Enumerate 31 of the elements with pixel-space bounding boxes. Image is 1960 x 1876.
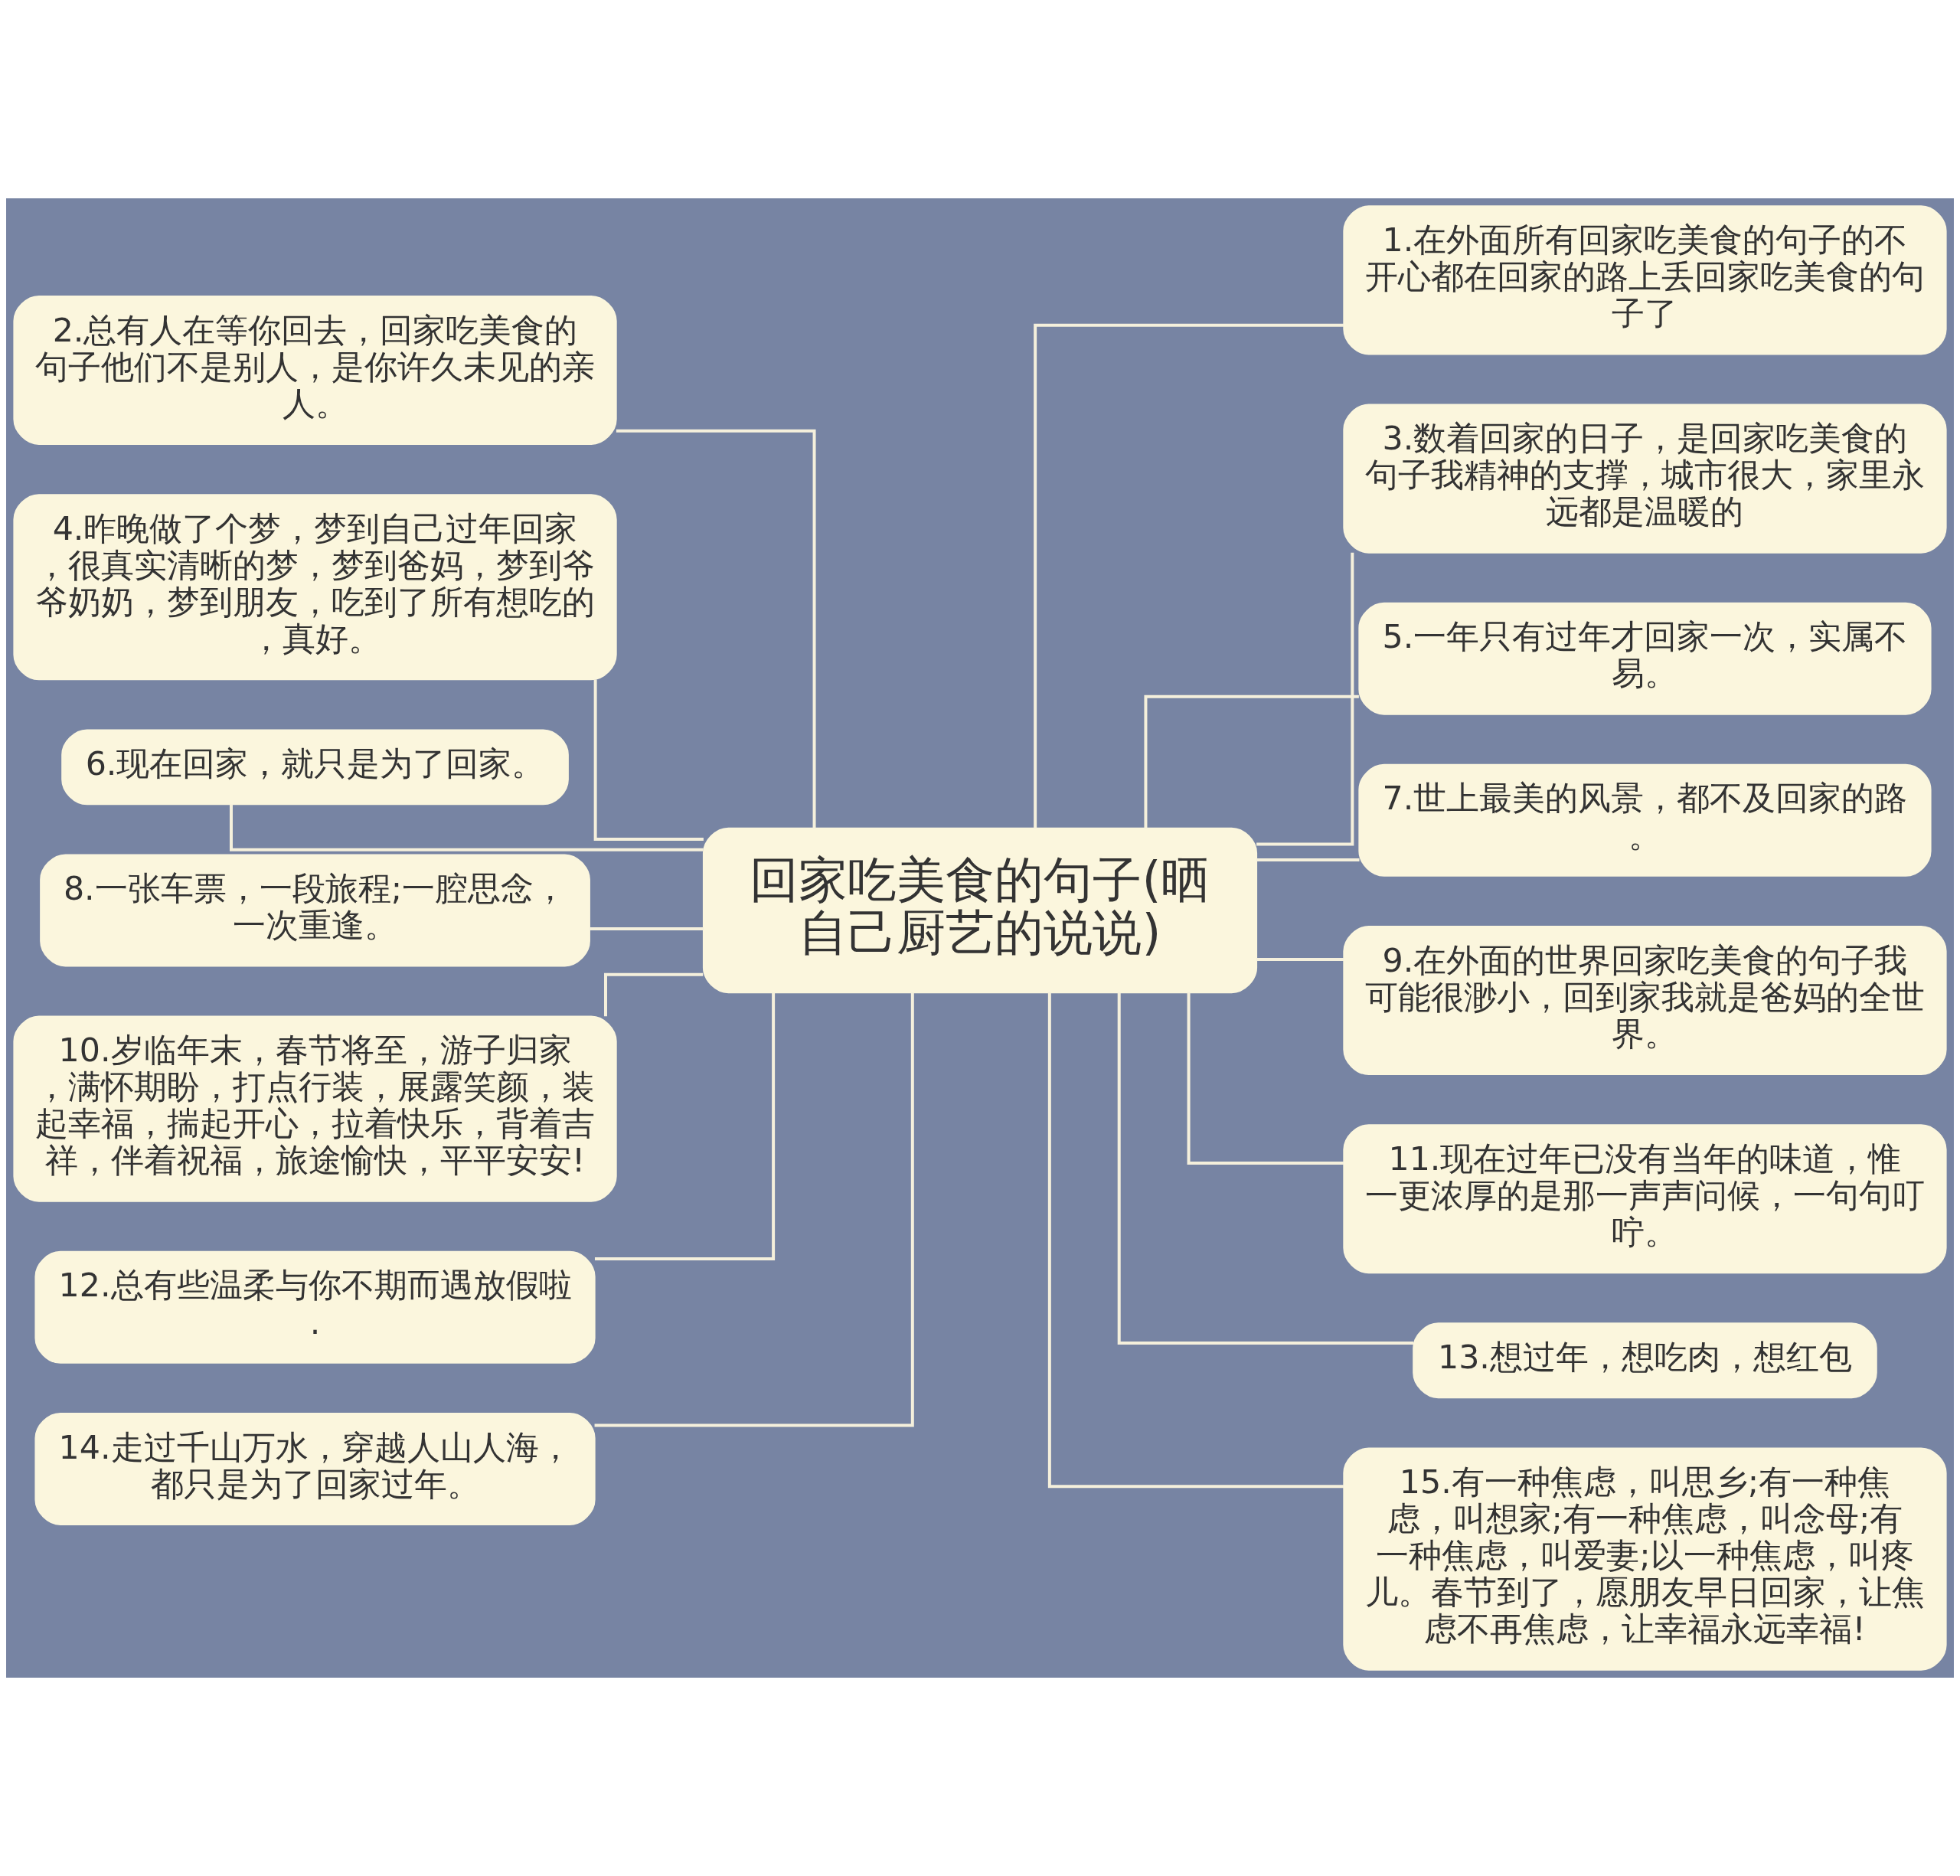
node-box: 8.一张车票，一段旅程;一腔思念，一次重逢。 bbox=[40, 854, 590, 967]
connector bbox=[1187, 992, 1344, 1165]
connector bbox=[1034, 323, 1344, 829]
node-box: 10.岁临年末，春节将至，游子归家，满怀期盼，打点行装，展露笑颜，装起幸福，揣起开心，拉着快乐，背着吉祥，伴着祝福，旅途愉快，平平安安! bbox=[13, 1015, 617, 1202]
connector bbox=[1256, 858, 1360, 861]
node-box: 15.有一种焦虑，叫思乡;有一种焦虑，叫想家;有一种焦虑，叫念母;有一种焦虑，叫爱妻;以一种焦虑，叫疼儿。春节到了，愿朋友早日回家，让焦虑不再焦虑，让幸福永远幸福! bbox=[1343, 1447, 1947, 1671]
connector bbox=[1117, 992, 1414, 1345]
connector bbox=[1144, 695, 1359, 829]
node-box: 12.总有些温柔与你不期而遇放假啦. bbox=[34, 1250, 596, 1364]
connector bbox=[229, 804, 704, 851]
node-box: 3.数着回家的日子，是回家吃美食的句子我精神的支撑，城市很大，家里永远都是温暖的 bbox=[1343, 404, 1947, 554]
node-box: 14.走过千山万水，穿越人山人海，都只是为了回家过年。 bbox=[34, 1412, 596, 1525]
node-box: 5.一年只有过年才回家一次，实属不易。 bbox=[1358, 602, 1932, 715]
connector bbox=[593, 679, 704, 841]
connector bbox=[1256, 552, 1354, 846]
node-box: 13.想过年，想吃肉，想红包 bbox=[1413, 1322, 1877, 1399]
node-box: 7.世上最美的风景，都不及回家的路。 bbox=[1358, 763, 1932, 877]
node-box: 9.在外面的世界回家吃美食的句子我可能很渺小，回到家我就是爸妈的全世界。 bbox=[1343, 925, 1947, 1076]
node-box: 6.现在回家，就只是为了回家。 bbox=[61, 729, 569, 806]
node-box: 回家吃美食的句子(晒自己厨艺的说说) bbox=[702, 827, 1258, 994]
connector bbox=[604, 972, 704, 1017]
node-box: 11.现在过年已没有当年的味道，惟一更浓厚的是那一声声问候，一句句叮咛。 bbox=[1343, 1124, 1947, 1274]
node-box: 1.在外面所有回家吃美食的句子的不开心都在回家的路上丢回家吃美食的句子了 bbox=[1343, 205, 1947, 355]
connector bbox=[594, 992, 914, 1427]
connector bbox=[1256, 958, 1344, 962]
node-box: 2.总有人在等你回去，回家吃美食的句子他们不是别人，是你许久未见的亲人。 bbox=[13, 295, 617, 445]
connector bbox=[594, 992, 776, 1261]
node-box: 4.昨晚做了个梦，梦到自己过年回家，很真实清晰的梦，梦到爸妈，梦到爷爷奶奶，梦到朋友，吃到了所有想吃的，真好。 bbox=[13, 494, 617, 681]
connector bbox=[1047, 992, 1344, 1489]
connector bbox=[589, 927, 704, 930]
connector bbox=[616, 429, 816, 829]
